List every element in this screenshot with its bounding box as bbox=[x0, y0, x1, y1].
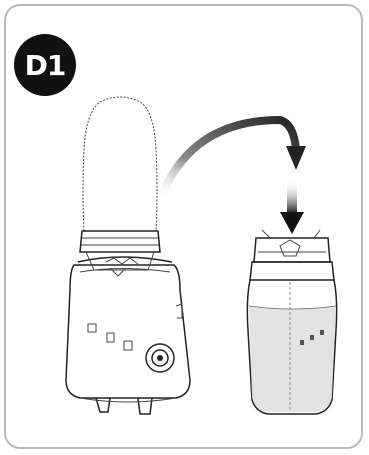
step-label: D1 bbox=[25, 49, 66, 82]
step-badge: D1 bbox=[14, 34, 76, 96]
blender-base-icon bbox=[66, 257, 190, 414]
blender-jug-icon bbox=[80, 97, 160, 276]
personal-blender-bottle-icon bbox=[247, 230, 336, 414]
down-arrow-icon bbox=[280, 180, 304, 234]
curved-arrow-icon bbox=[160, 120, 306, 200]
